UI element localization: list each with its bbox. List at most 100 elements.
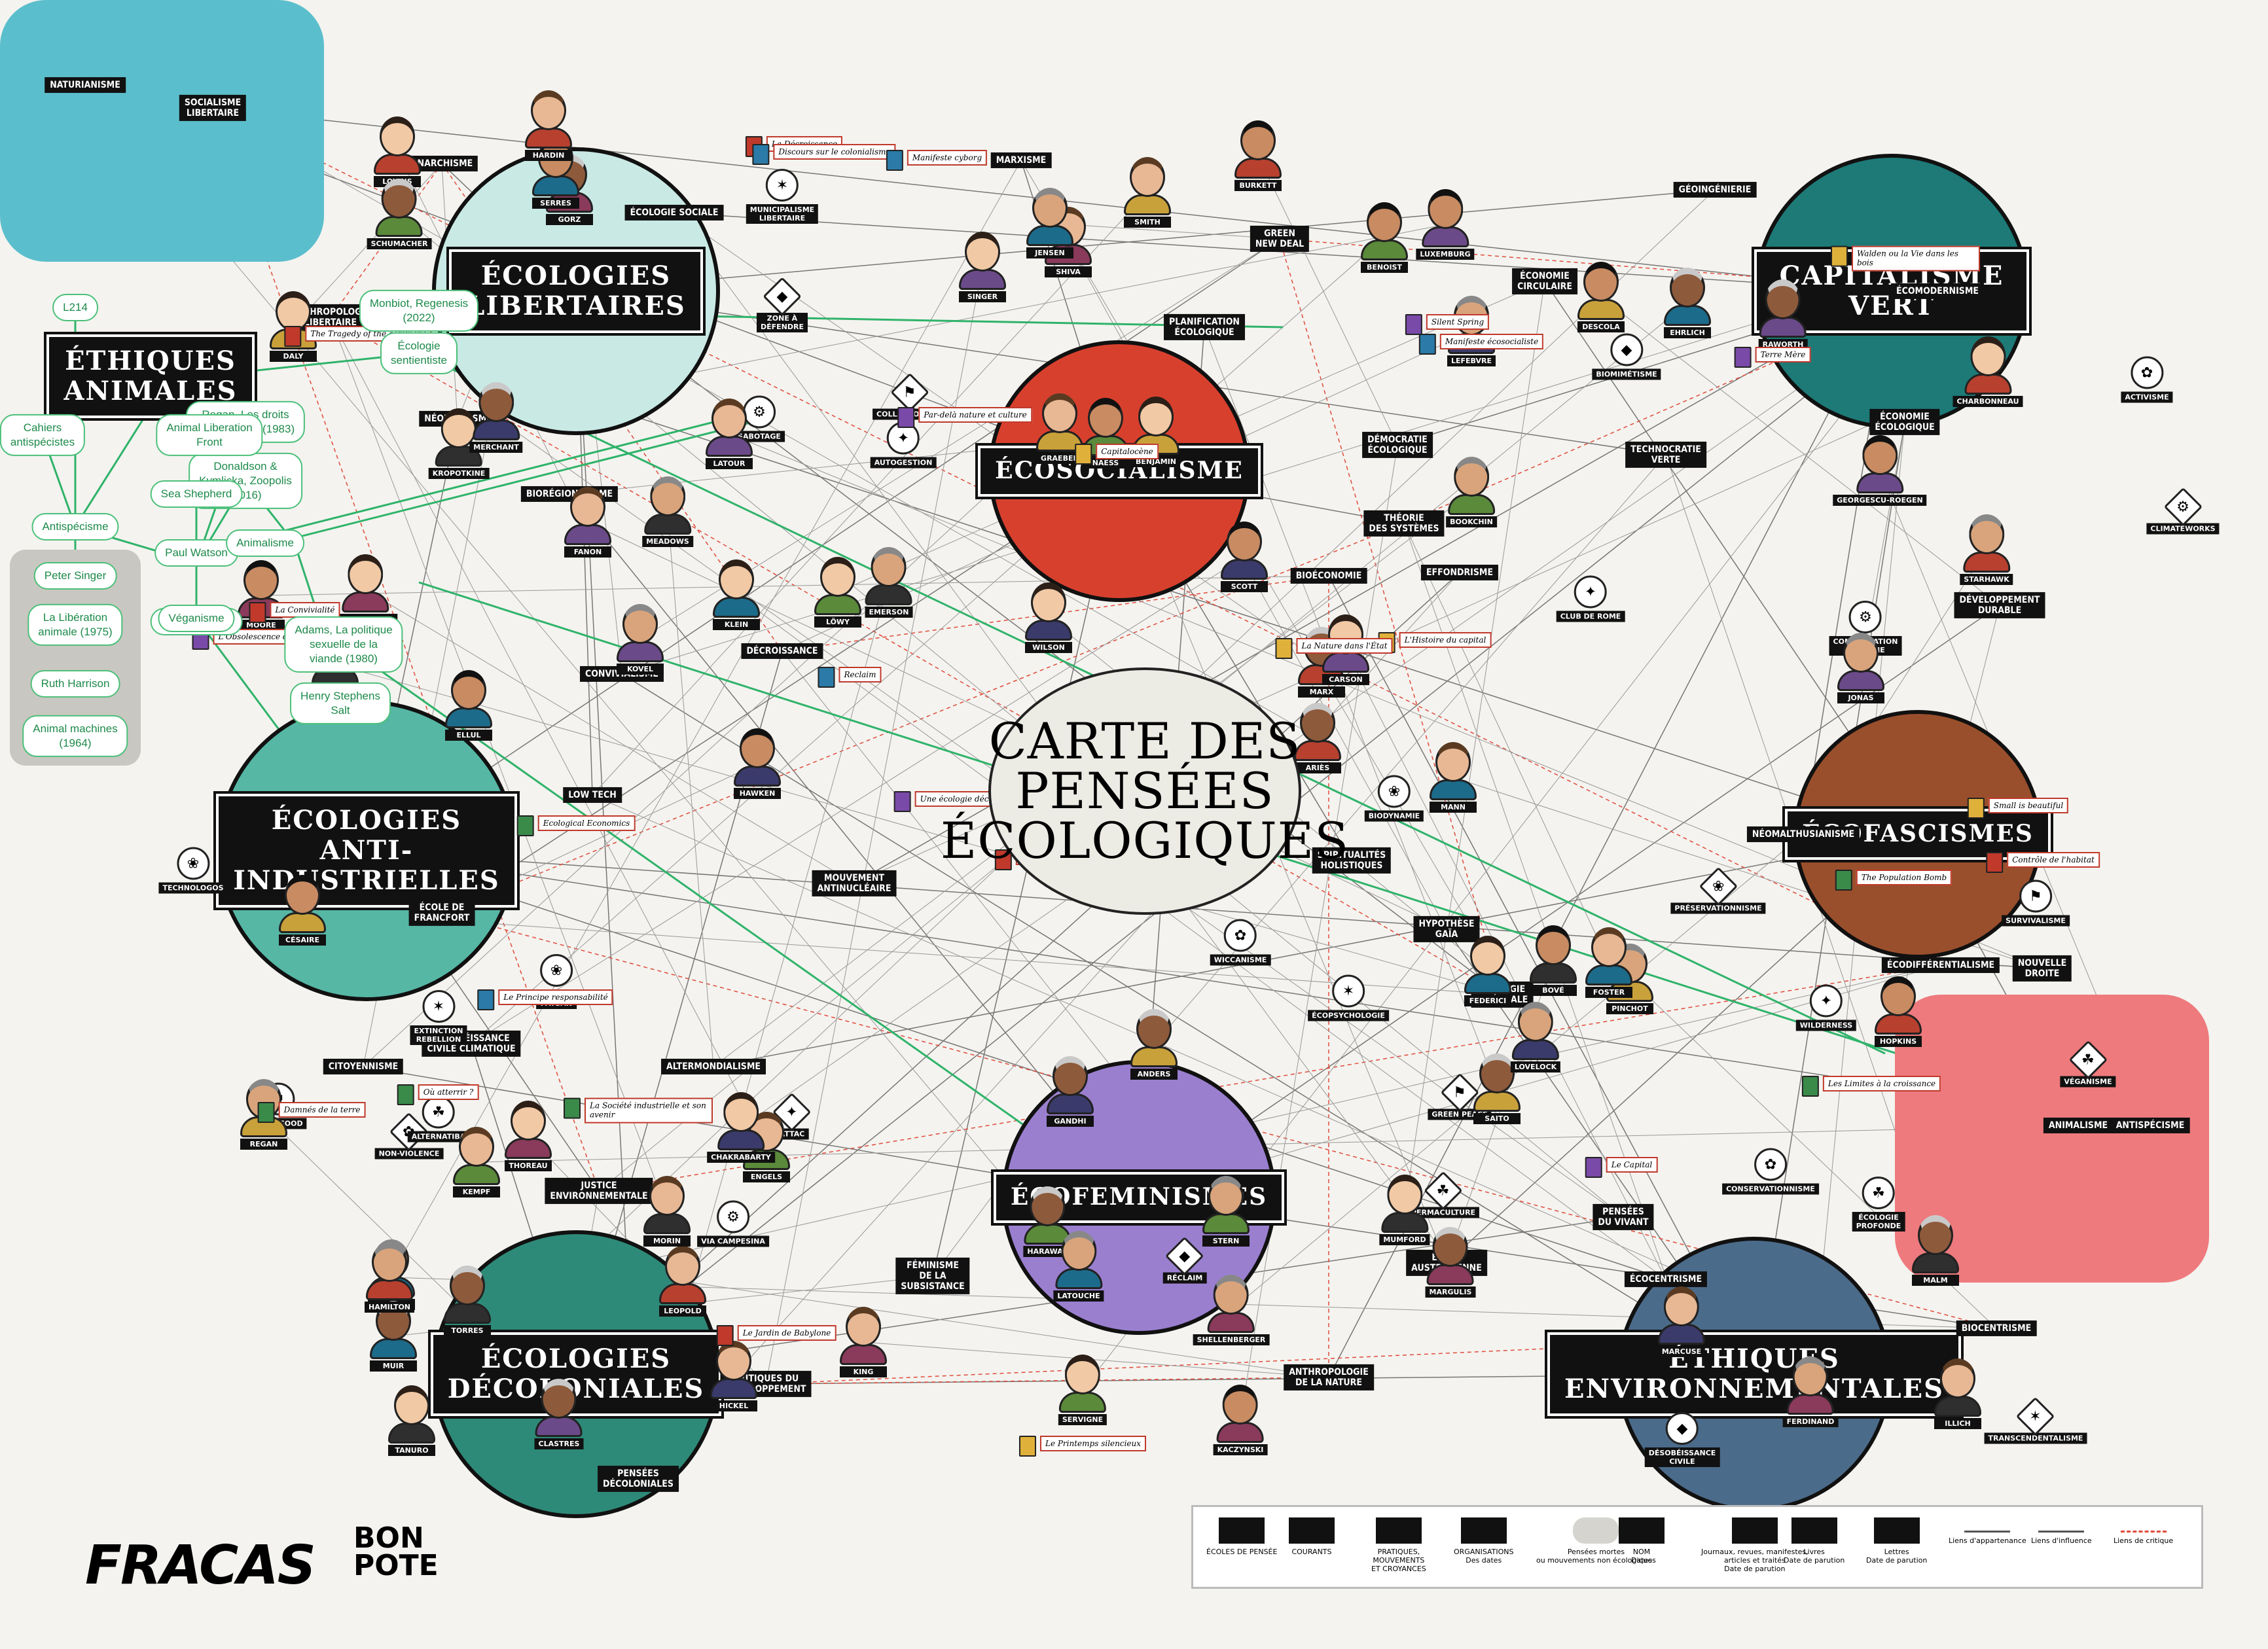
book-icon [284, 326, 302, 347]
person-name: SERVIGNE [1058, 1414, 1107, 1425]
person-name: KING [840, 1366, 887, 1377]
face [711, 399, 747, 438]
portrait-bookchin: BOOKCHIN [1446, 457, 1497, 527]
tag-marxisme: MARXISME [990, 152, 1052, 169]
book-title: Silent Spring [1426, 314, 1490, 330]
book-icon [818, 667, 835, 688]
influence-line [592, 192, 1148, 796]
pictogram-icon: ✿ [1754, 1148, 1787, 1181]
person-name: HARDIN [525, 150, 572, 161]
person-name: LOVELOCK [1510, 1061, 1561, 1073]
belonging-line [621, 673, 1755, 1375]
tag-naturianisme: NATURIANISME [45, 77, 126, 94]
tag-theorie-des-systemes: THÉORIE DES SYSTÈMES [1363, 510, 1445, 537]
portrait-hawken: HAWKEN [734, 728, 781, 799]
face [1208, 1176, 1244, 1216]
torso [1221, 559, 1268, 580]
book-icon [1801, 1076, 1819, 1097]
torso [1837, 670, 1884, 691]
legend-swatch [2038, 1517, 2085, 1533]
tag-altermondialisme: ALTERMONDIALISME [661, 1058, 766, 1075]
green-node-henry-stephens-salt: Henry Stephens Salt [290, 682, 391, 725]
portrait-raworth: RAWORTH [1758, 279, 1808, 350]
portrait-scott: SCOTT [1221, 522, 1268, 592]
icon-conservationnisme: ✿ CONSERVATIONNISME [1722, 1148, 1819, 1195]
influence-line [863, 1341, 1329, 1378]
critique-line [330, 317, 1503, 995]
face [1432, 1227, 1468, 1267]
person-name: GORZ [546, 214, 593, 225]
tag-economie-circulaire: ÉCONOMIE CIRCULAIRE [1512, 268, 1577, 295]
torso [865, 584, 912, 605]
tag-bioeconomie: BIOÉCONOMIE [1290, 567, 1367, 584]
pictogram-icon: ⚙ [1848, 601, 1882, 633]
person-name: SHIVA [1045, 266, 1092, 277]
portrait-starhawk: STARHAWK [1960, 514, 2013, 585]
legend-item-3: ORGANISATIONS Des dates [1454, 1517, 1514, 1565]
torso [374, 154, 421, 175]
face [1213, 1275, 1249, 1315]
pictogram-icon: ⚙ [716, 1200, 749, 1233]
icon-label: NON-VIOLENCE [374, 1148, 444, 1160]
pictogram-icon: ❀ [1378, 775, 1411, 808]
person-name: JONAS [1837, 692, 1884, 703]
tag-geoingenierie: GÉOINGÉNIERIE [1673, 181, 1757, 198]
pictogram-icon: ◆ [763, 277, 802, 316]
person-name: WILSON [1025, 642, 1072, 653]
icon-label: WICCANISME [1210, 954, 1271, 966]
portrait-kovel: KOVEL [617, 604, 664, 675]
book-title: Terre Mère [1755, 347, 1811, 363]
icon-climateworks: ⚙CLIMATEWORKS [2146, 487, 2220, 535]
face [371, 1242, 407, 1282]
torso [1787, 1394, 1834, 1415]
legend-swatch [1289, 1517, 1335, 1544]
belonging-line [575, 189, 1716, 292]
book-icon [1967, 798, 1985, 819]
tag-socialisme-libertaire: SOCIALISME LIBERTAIRE [179, 94, 247, 122]
book-icon [397, 1084, 414, 1105]
legend-item-11: Liens de critique [2114, 1517, 2173, 1545]
person-name: DALY [270, 351, 317, 362]
portrait-clastres: CLASTRES [534, 1379, 584, 1449]
icon-label: RÉCLAIM [1162, 1272, 1207, 1284]
torso [473, 419, 520, 440]
tag-developpement-durable: DÉVELOPPEMENT DURABLE [1954, 592, 2045, 619]
icon-label: BIODYNAMIE [1364, 810, 1424, 822]
book-title: Discours sur le colonialisme [773, 144, 896, 160]
pictogram-icon: ◆ [1665, 1412, 1699, 1445]
person-name: BURKETT [1234, 180, 1282, 191]
green-node-l214: L214 [52, 293, 98, 322]
influence-line [1049, 222, 1280, 239]
face [1061, 1231, 1096, 1271]
influence-line [682, 1281, 1329, 1378]
torso [1585, 965, 1632, 985]
icon-label: MUNICIPALISME LIBERTAIRE [746, 204, 819, 224]
book-capitalocene: Capitalocène [1075, 444, 1159, 465]
person-name: MARCUSE [1657, 1346, 1706, 1357]
book-la-convivialite: La Convivialité [249, 602, 340, 623]
legend-swatch [2120, 1517, 2167, 1533]
legend-item-6: Journaux, revues, manifestes, articles e… [1701, 1517, 1809, 1573]
icon-extinction-rebellion: ✶EXTINCTION REBELLION [410, 990, 467, 1045]
green-node-animal-liberation-front: Animal Liberation Front [156, 414, 263, 457]
portrait-ehrlich: EHRLICH [1664, 268, 1711, 338]
tag-mouvement-antinucleaire: MOUVEMENT ANTINUCLÉAIRE [812, 870, 897, 897]
portrait-bove: BOVÉ [1530, 925, 1577, 996]
book-title: Le Capital [1606, 1157, 1658, 1173]
green-node-veganisme: Véganisme [158, 604, 235, 633]
portrait-jonas: JONAS [1837, 633, 1884, 703]
icon-label: SABOTAGE [734, 431, 785, 442]
face [1517, 1002, 1553, 1042]
influence-line [1600, 296, 2000, 606]
tag-citoyennisme: CITOYENNISME [323, 1058, 404, 1075]
face [1881, 976, 1916, 1016]
portrait-singer: SINGER [959, 232, 1006, 302]
person-name: MALM [1912, 1275, 1959, 1286]
icon-label: CONSERVATIONNISME [1722, 1183, 1819, 1195]
icon-autogestion: ✦AUTOGESTION [870, 421, 937, 469]
person-name: FOSTER [1585, 987, 1632, 998]
icon-label: EXTINCTION REBELLION [410, 1025, 467, 1045]
face [820, 557, 855, 597]
icon-municipalisme-libertaire: ✶MUNICIPALISME LIBERTAIRE [746, 169, 819, 224]
